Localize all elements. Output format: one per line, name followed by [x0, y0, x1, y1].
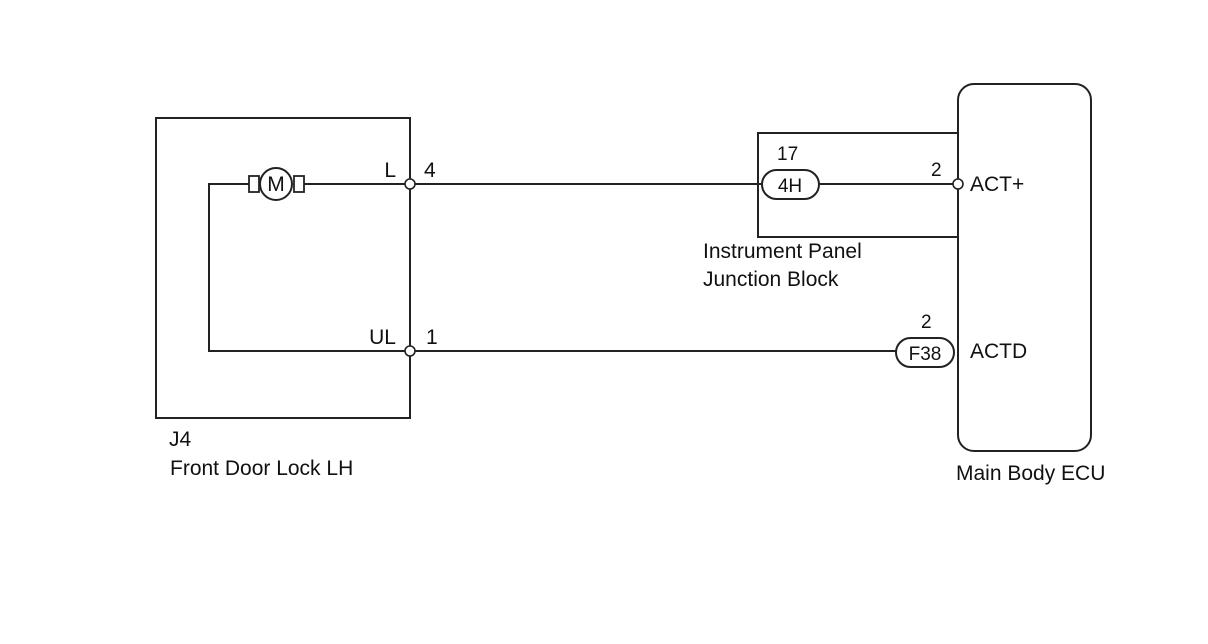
front-door-lock-code: J4: [169, 428, 192, 451]
connector-f38: [895, 337, 955, 368]
pin-l-label: L: [384, 159, 396, 182]
junction-block-name-line1: Instrument Panel: [703, 240, 862, 263]
actd-label: ACTD: [970, 340, 1027, 363]
f38-pin: 2: [921, 312, 932, 333]
front-door-lock-box: [155, 117, 411, 419]
motor-loop-wire: [208, 183, 410, 352]
junction-out-pin: 2: [931, 160, 942, 181]
main-body-ecu-name: Main Body ECU: [956, 462, 1105, 485]
junction-block-box: [757, 132, 958, 238]
connector-4h-label: 4H: [778, 176, 802, 197]
front-door-lock-name: Front Door Lock LH: [170, 457, 353, 480]
junction-in-pin: 17: [777, 144, 798, 165]
main-body-ecu-box: [957, 83, 1092, 452]
pin-ul-label: UL: [369, 326, 396, 349]
motor-symbol-label: M: [267, 173, 285, 196]
connector-4h: [761, 169, 820, 200]
connector-f38-label: F38: [909, 344, 942, 365]
act-plus-label: ACT+: [970, 173, 1024, 196]
terminal-ul: [404, 345, 416, 357]
terminal-l: [404, 178, 416, 190]
motor-icon: [248, 167, 305, 201]
junction-block-name-line2: Junction Block: [703, 268, 839, 291]
pin-ul-number: 1: [426, 326, 438, 349]
terminal-act-plus: [952, 178, 964, 190]
pin-l-number: 4: [424, 159, 436, 182]
